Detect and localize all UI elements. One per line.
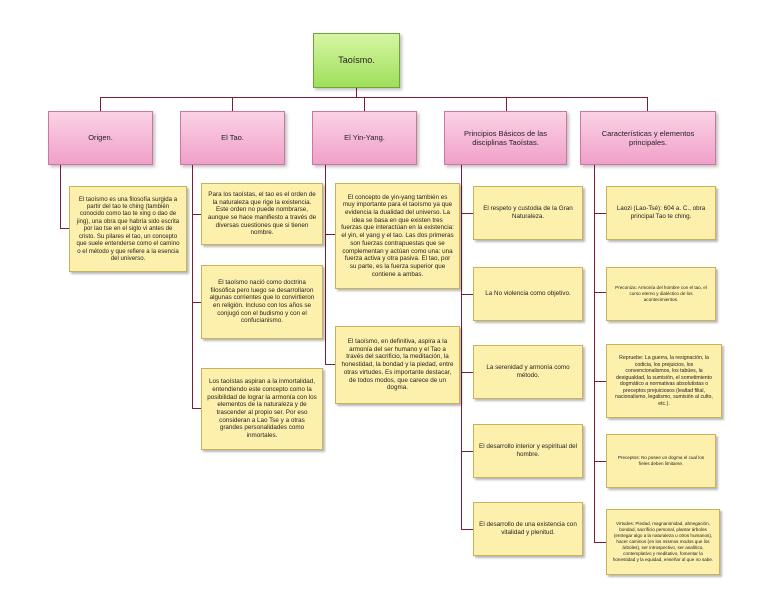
connector (356, 88, 357, 98)
connector (461, 213, 473, 214)
connector (594, 213, 606, 214)
caracteristica-item: Virtudes: Piedad, magnanimidad, abnegaci… (606, 509, 720, 575)
connector (461, 294, 473, 295)
root-node: Taoísmo. (313, 33, 400, 88)
origen-item: El taoísmo es una filosofía surgida a pa… (69, 186, 187, 272)
tao-item: Para los taoístas, el tao es el orden de… (201, 183, 323, 245)
principio-item: La No violencia como objetivo. (473, 267, 583, 321)
connector (192, 302, 201, 303)
connector (461, 451, 473, 452)
yinyang-item: El concepto de yin-yang también es muy i… (335, 183, 460, 289)
category-yin-yang: El Yin-Yang. (312, 111, 417, 165)
category-label: El Yin-Yang. (344, 133, 385, 143)
connector (506, 97, 507, 111)
connector (192, 165, 193, 408)
yinyang-item: El taoísmo, en definitiva, aspira a la a… (335, 326, 460, 404)
connector (325, 364, 335, 365)
connector (232, 97, 233, 111)
connector (594, 292, 606, 293)
connector (325, 234, 335, 235)
principio-item: El respeto y custodia de la Gran Natural… (473, 186, 583, 240)
caracteristica-item: Repruebe: La guerra, la resignación, la … (606, 344, 722, 418)
caracteristica-item: Laozi (Lao-Tsé): 604 a. C., obra princip… (606, 186, 716, 240)
connector (594, 542, 606, 543)
tao-item: Los taoístas aspiran a la inmortalidad, … (201, 368, 323, 450)
category-label: El Tao. (221, 133, 244, 143)
connector (594, 461, 606, 462)
connector (60, 165, 61, 228)
connector (100, 97, 648, 98)
connector (192, 214, 201, 215)
connector (594, 381, 606, 382)
principio-item: La serenidad y armonía como método. (473, 345, 583, 399)
category-label: Características y elementos principales. (601, 128, 695, 147)
category-caracteristicas: Características y elementos principales. (580, 111, 716, 165)
connector (647, 97, 648, 111)
connector (100, 97, 101, 111)
connector (461, 372, 473, 373)
category-principios: Principios Básicos de las disciplinas Ta… (444, 111, 567, 165)
root-label: Taoísmo. (338, 55, 375, 66)
category-origen: Origen. (48, 111, 153, 165)
connector (594, 165, 595, 542)
connector (364, 97, 365, 111)
tao-item: El taoísmo nació como doctrina filosófic… (201, 265, 323, 339)
principio-item: El desarrollo interior y espiritual del … (473, 424, 583, 478)
connector (461, 529, 473, 530)
category-tao: El Tao. (180, 111, 285, 165)
connector (192, 408, 201, 409)
category-label: Principios Básicos de las disciplinas Ta… (464, 128, 547, 147)
connector (461, 165, 462, 529)
connector (325, 165, 326, 365)
caracteristica-item: Preconiza: Armonía del hombre con el tao… (606, 267, 716, 321)
connector (60, 228, 69, 229)
caracteristica-item: Preceptos: No posee un dogma el cual los… (606, 434, 716, 488)
principio-item: El desarrollo de una existencia con vita… (473, 502, 583, 556)
category-label: Origen. (88, 133, 113, 143)
